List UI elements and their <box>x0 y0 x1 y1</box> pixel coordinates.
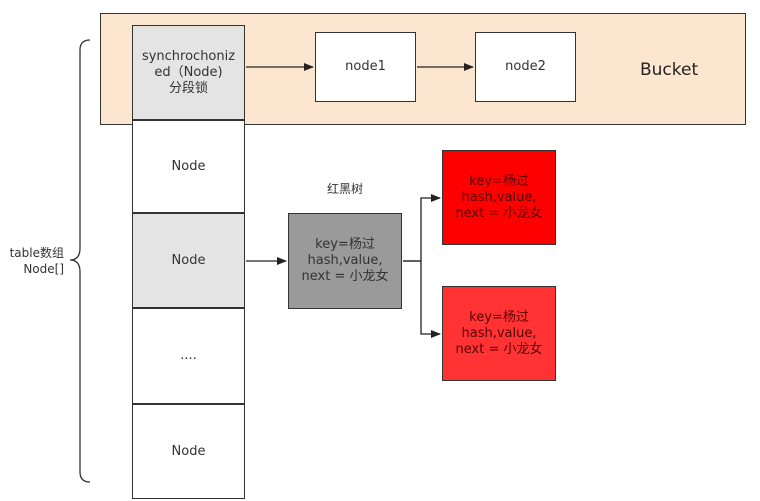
sync-node-cell: synchrochoniz ed（Node) 分段锁 <box>132 25 245 120</box>
tree-child-top-line3: next = 小龙女 <box>455 205 543 221</box>
tree-label: 红黑树 <box>326 182 363 196</box>
sync-node-line2: ed（Node) <box>154 64 223 80</box>
table-cell-ellipsis: .... <box>132 308 245 404</box>
tree-child-top-line2: hash,value, <box>461 189 537 205</box>
tree-child-bottom-line3: next = 小龙女 <box>455 341 543 357</box>
arrow-root-to-child-top <box>403 194 441 262</box>
chain-node-1: node1 <box>315 32 416 102</box>
chain-node-2: node2 <box>475 32 576 102</box>
tree-root-line1: key=杨过 <box>315 237 375 252</box>
tree-root-node: key=杨过 hash,value, next = 小龙女 <box>288 213 402 309</box>
tree-child-bottom-line2: hash,value, <box>461 325 537 341</box>
tree-root-line2: hash,value, <box>307 253 383 268</box>
table-cell-node-3: Node <box>132 404 245 499</box>
table-label-line1: table数组 <box>9 246 64 260</box>
table-label: table数组 Node[] <box>2 245 64 277</box>
tree-child-top: key=杨过 hash,value, next = 小龙女 <box>442 150 556 245</box>
tree-root-line3: next = 小龙女 <box>301 269 389 284</box>
table-cell-node-2: Node <box>132 213 245 308</box>
sync-node-line3: 分段锁 <box>168 80 208 96</box>
tree-child-bottom-line1: key=杨过 <box>469 309 529 325</box>
tree-child-top-line1: key=杨过 <box>469 173 529 189</box>
table-brace <box>69 39 91 483</box>
sync-node-line1: synchrochoniz <box>141 48 236 64</box>
table-cell-node-1: Node <box>132 120 245 213</box>
table-label-line2: Node[] <box>23 262 64 276</box>
tree-child-bottom: key=杨过 hash,value, next = 小龙女 <box>442 286 556 381</box>
arrow-root-to-child-bottom <box>403 260 441 338</box>
bucket-label: Bucket <box>640 60 699 80</box>
